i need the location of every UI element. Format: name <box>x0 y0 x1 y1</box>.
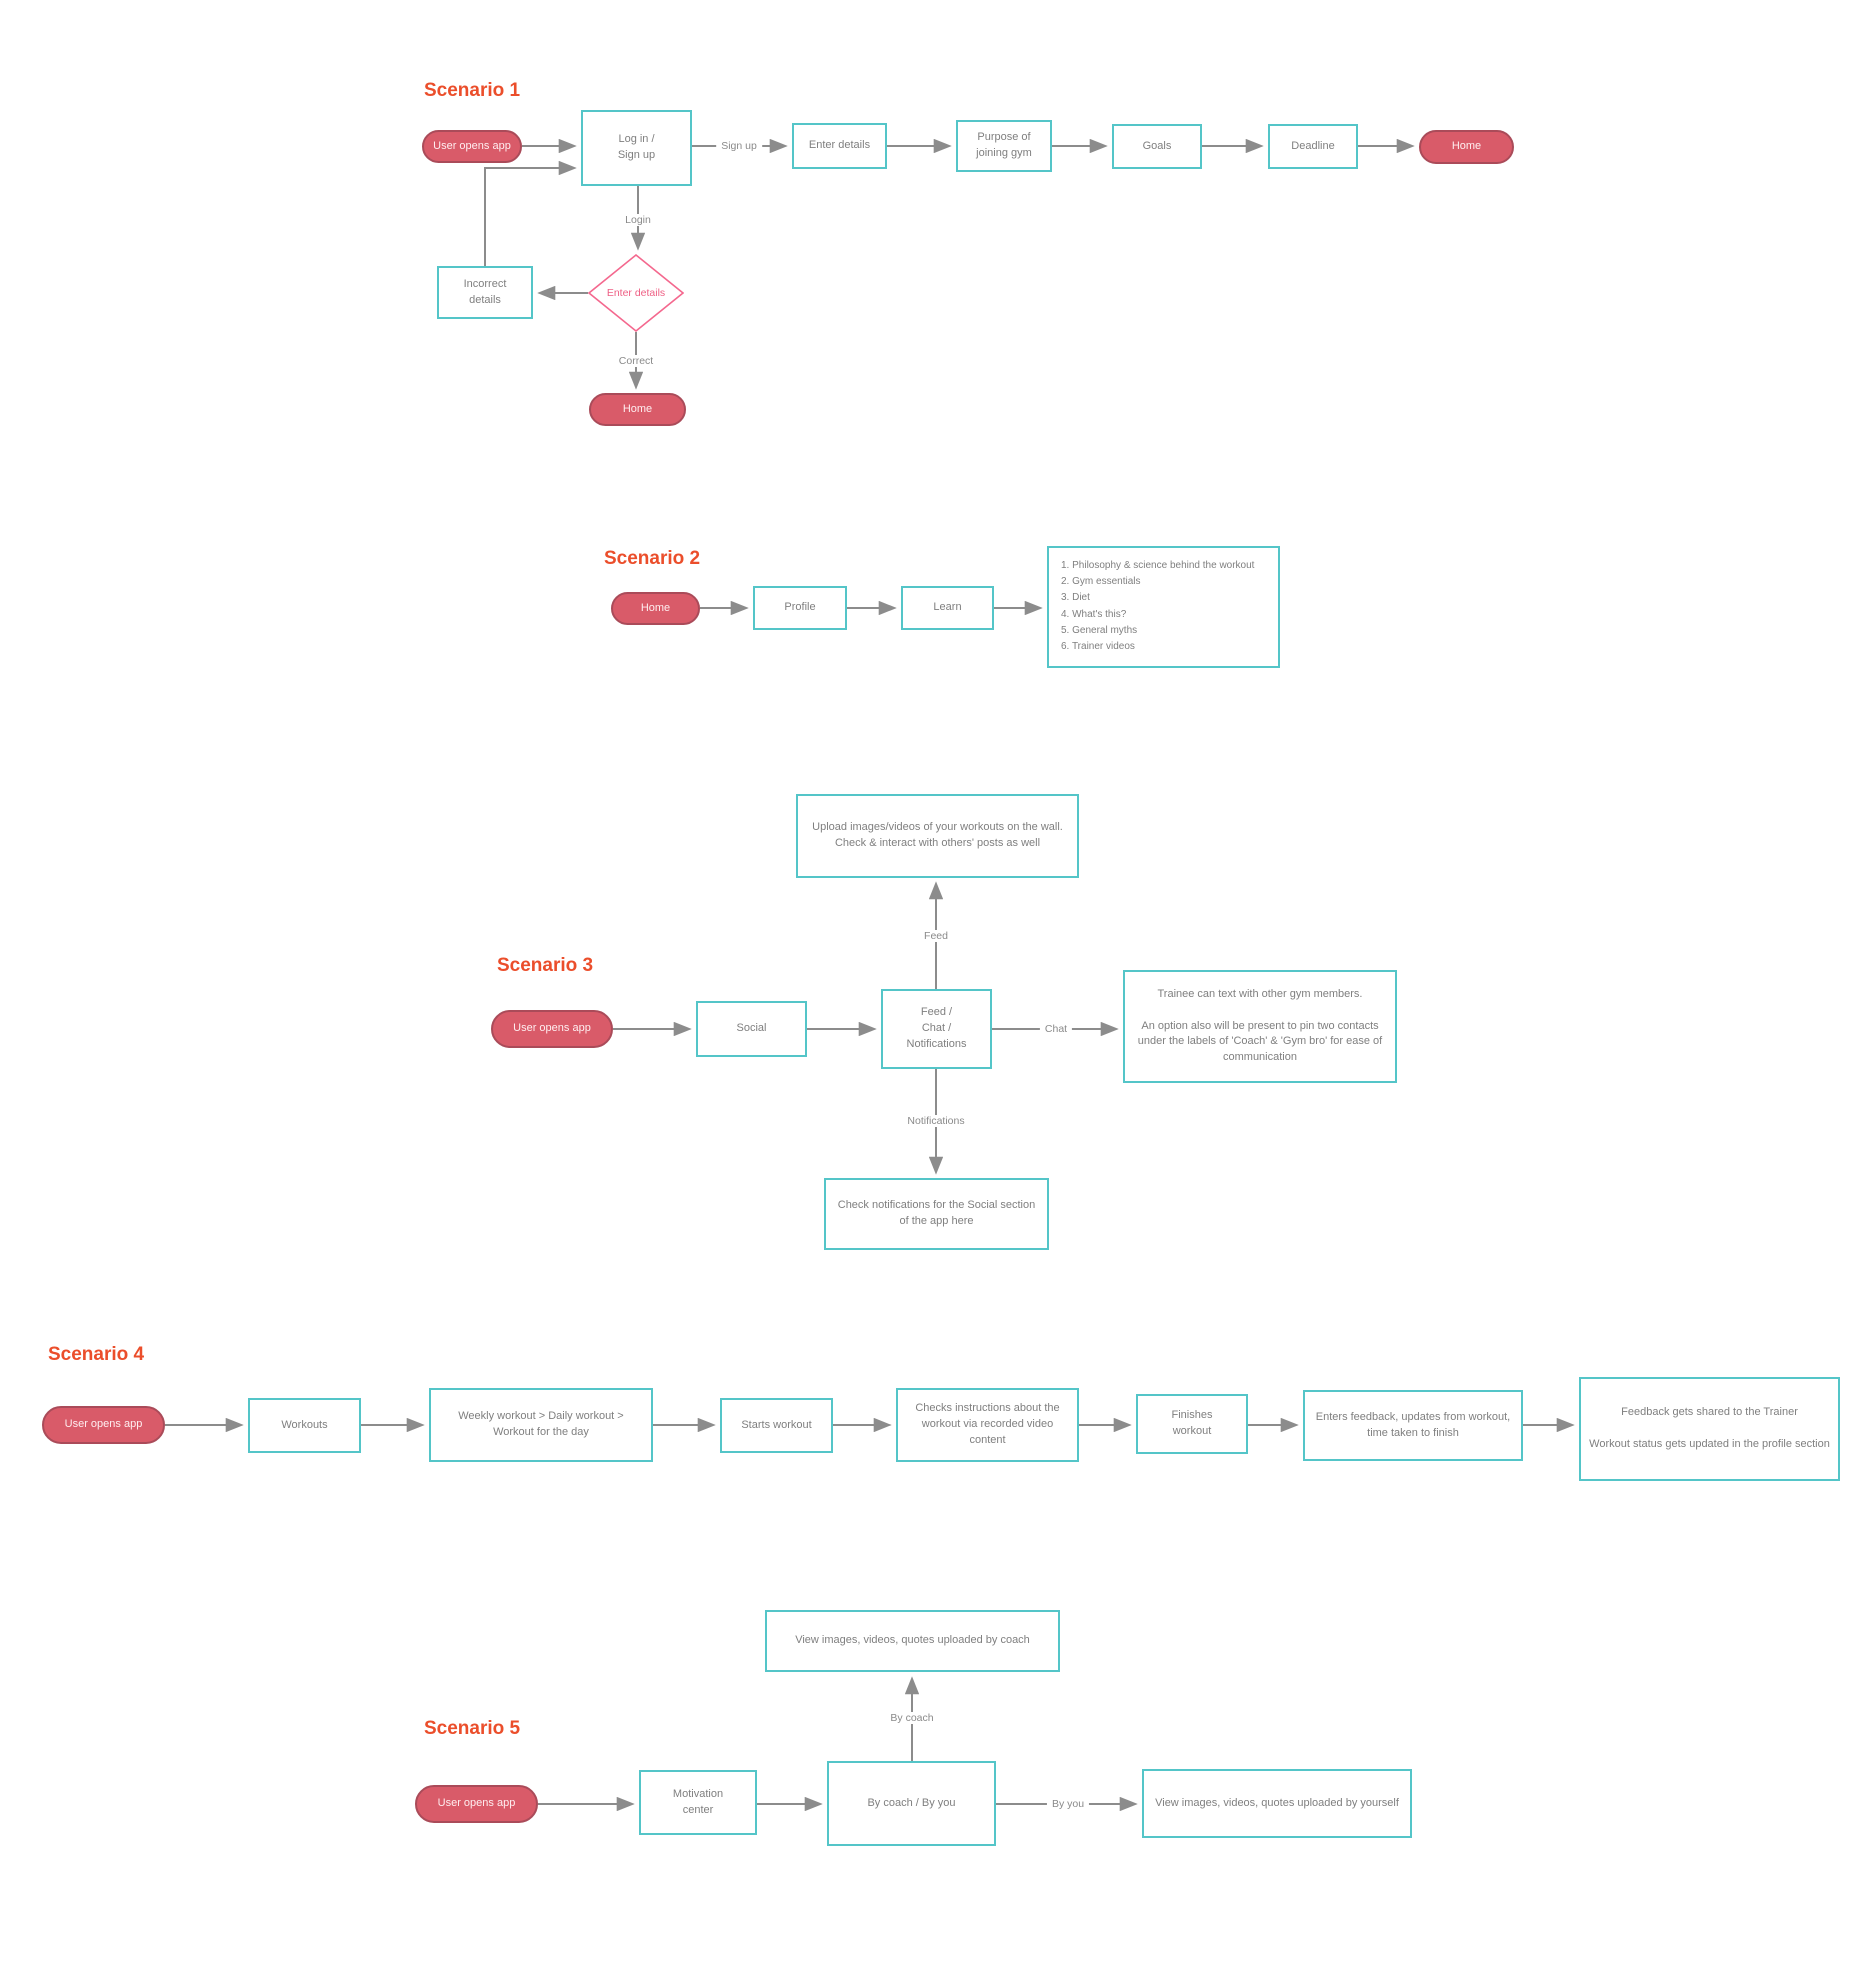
edge-label-correct: Correct <box>613 355 659 367</box>
connector-s1-incorrect-to-login-loop <box>484 160 577 266</box>
node-s1-home-top[interactable]: Home <box>1419 130 1514 164</box>
list-item: 2. Gym essentials <box>1061 576 1141 588</box>
node-s1-decision-enter-details[interactable]: Enter details <box>588 254 684 332</box>
list-item: 5. General myths <box>1061 624 1138 636</box>
list-item: 3. Diet <box>1061 592 1090 604</box>
node-s3-chat-info[interactable]: Trainee can text with other gym members.… <box>1123 970 1397 1083</box>
node-s4-user-opens-app[interactable]: User opens app <box>42 1406 165 1444</box>
node-s1-enter-details[interactable]: Enter details <box>792 123 887 169</box>
node-s1-purpose-of-joining-gym[interactable]: Purpose of joining gym <box>956 120 1052 172</box>
node-s4-finishes-workout[interactable]: Finishes workout <box>1136 1394 1248 1454</box>
node-s2-learn-topics-list[interactable]: 1. Philosophy & science behind the worko… <box>1047 546 1280 668</box>
node-s4-starts-workout[interactable]: Starts workout <box>720 1398 833 1453</box>
edge-label-chat: Chat <box>1039 1023 1073 1035</box>
node-s3-notifications-info[interactable]: Check notifications for the Social secti… <box>824 1178 1049 1250</box>
node-s4-checks-instructions[interactable]: Checks instructions about the workout vi… <box>896 1388 1079 1462</box>
node-s3-feed-info[interactable]: Upload images/videos of your workouts on… <box>796 794 1079 878</box>
node-s1-incorrect-details[interactable]: Incorrect details <box>437 266 533 319</box>
node-s1-home-bottom[interactable]: Home <box>589 393 686 426</box>
node-s3-social[interactable]: Social <box>696 1001 807 1057</box>
diamond-shape-icon <box>588 254 684 332</box>
node-s2-profile[interactable]: Profile <box>753 586 847 630</box>
scenario-5-title: Scenario 5 <box>424 1718 521 1739</box>
node-s5-motivation-center[interactable]: Motivation center <box>639 1770 757 1835</box>
node-s1-login-signup[interactable]: Log in / Sign up <box>581 110 692 186</box>
edge-label-by-coach: By coach <box>885 1712 939 1724</box>
scenario-1-title: Scenario 1 <box>424 80 521 101</box>
scenario-4-title: Scenario 4 <box>48 1344 145 1365</box>
node-s5-by-coach-by-you[interactable]: By coach / By you <box>827 1761 996 1846</box>
edge-label-feed: Feed <box>919 930 953 942</box>
scenario-3-title: Scenario 3 <box>497 955 594 976</box>
node-s5-view-by-coach[interactable]: View images, videos, quotes uploaded by … <box>765 1610 1060 1672</box>
node-s1-deadline[interactable]: Deadline <box>1268 124 1358 169</box>
list-item: 6. Trainer videos <box>1061 640 1135 652</box>
edge-label-login: Login <box>620 214 656 226</box>
node-s1-user-opens-app[interactable]: User opens app <box>422 130 522 163</box>
node-s2-learn[interactable]: Learn <box>901 586 994 630</box>
list-item: 4. What's this? <box>1061 608 1127 620</box>
node-s4-feedback-shared[interactable]: Feedback gets shared to the Trainer Work… <box>1579 1377 1840 1481</box>
decision-label: Enter details <box>606 287 666 299</box>
node-s1-goals[interactable]: Goals <box>1112 124 1202 169</box>
node-s5-view-by-yourself[interactable]: View images, videos, quotes uploaded by … <box>1142 1769 1412 1838</box>
edge-label-notifications: Notifications <box>902 1115 970 1127</box>
node-s4-weekly-workout[interactable]: Weekly workout > Daily workout > Workout… <box>429 1388 653 1462</box>
scenario-2-title: Scenario 2 <box>604 548 701 569</box>
edge-label-by-you: By you <box>1046 1798 1090 1810</box>
edge-label-sign-up: Sign up <box>716 140 762 152</box>
node-s4-enters-feedback[interactable]: Enters feedback, updates from workout, t… <box>1303 1390 1523 1461</box>
list-item: 1. Philosophy & science behind the worko… <box>1061 560 1255 571</box>
node-s3-feed-chat-notifications[interactable]: Feed / Chat / Notifications <box>881 989 992 1069</box>
node-s4-workouts[interactable]: Workouts <box>248 1398 361 1453</box>
node-s2-home[interactable]: Home <box>611 592 700 625</box>
node-s3-user-opens-app[interactable]: User opens app <box>491 1010 613 1048</box>
node-s5-user-opens-app[interactable]: User opens app <box>415 1785 538 1823</box>
